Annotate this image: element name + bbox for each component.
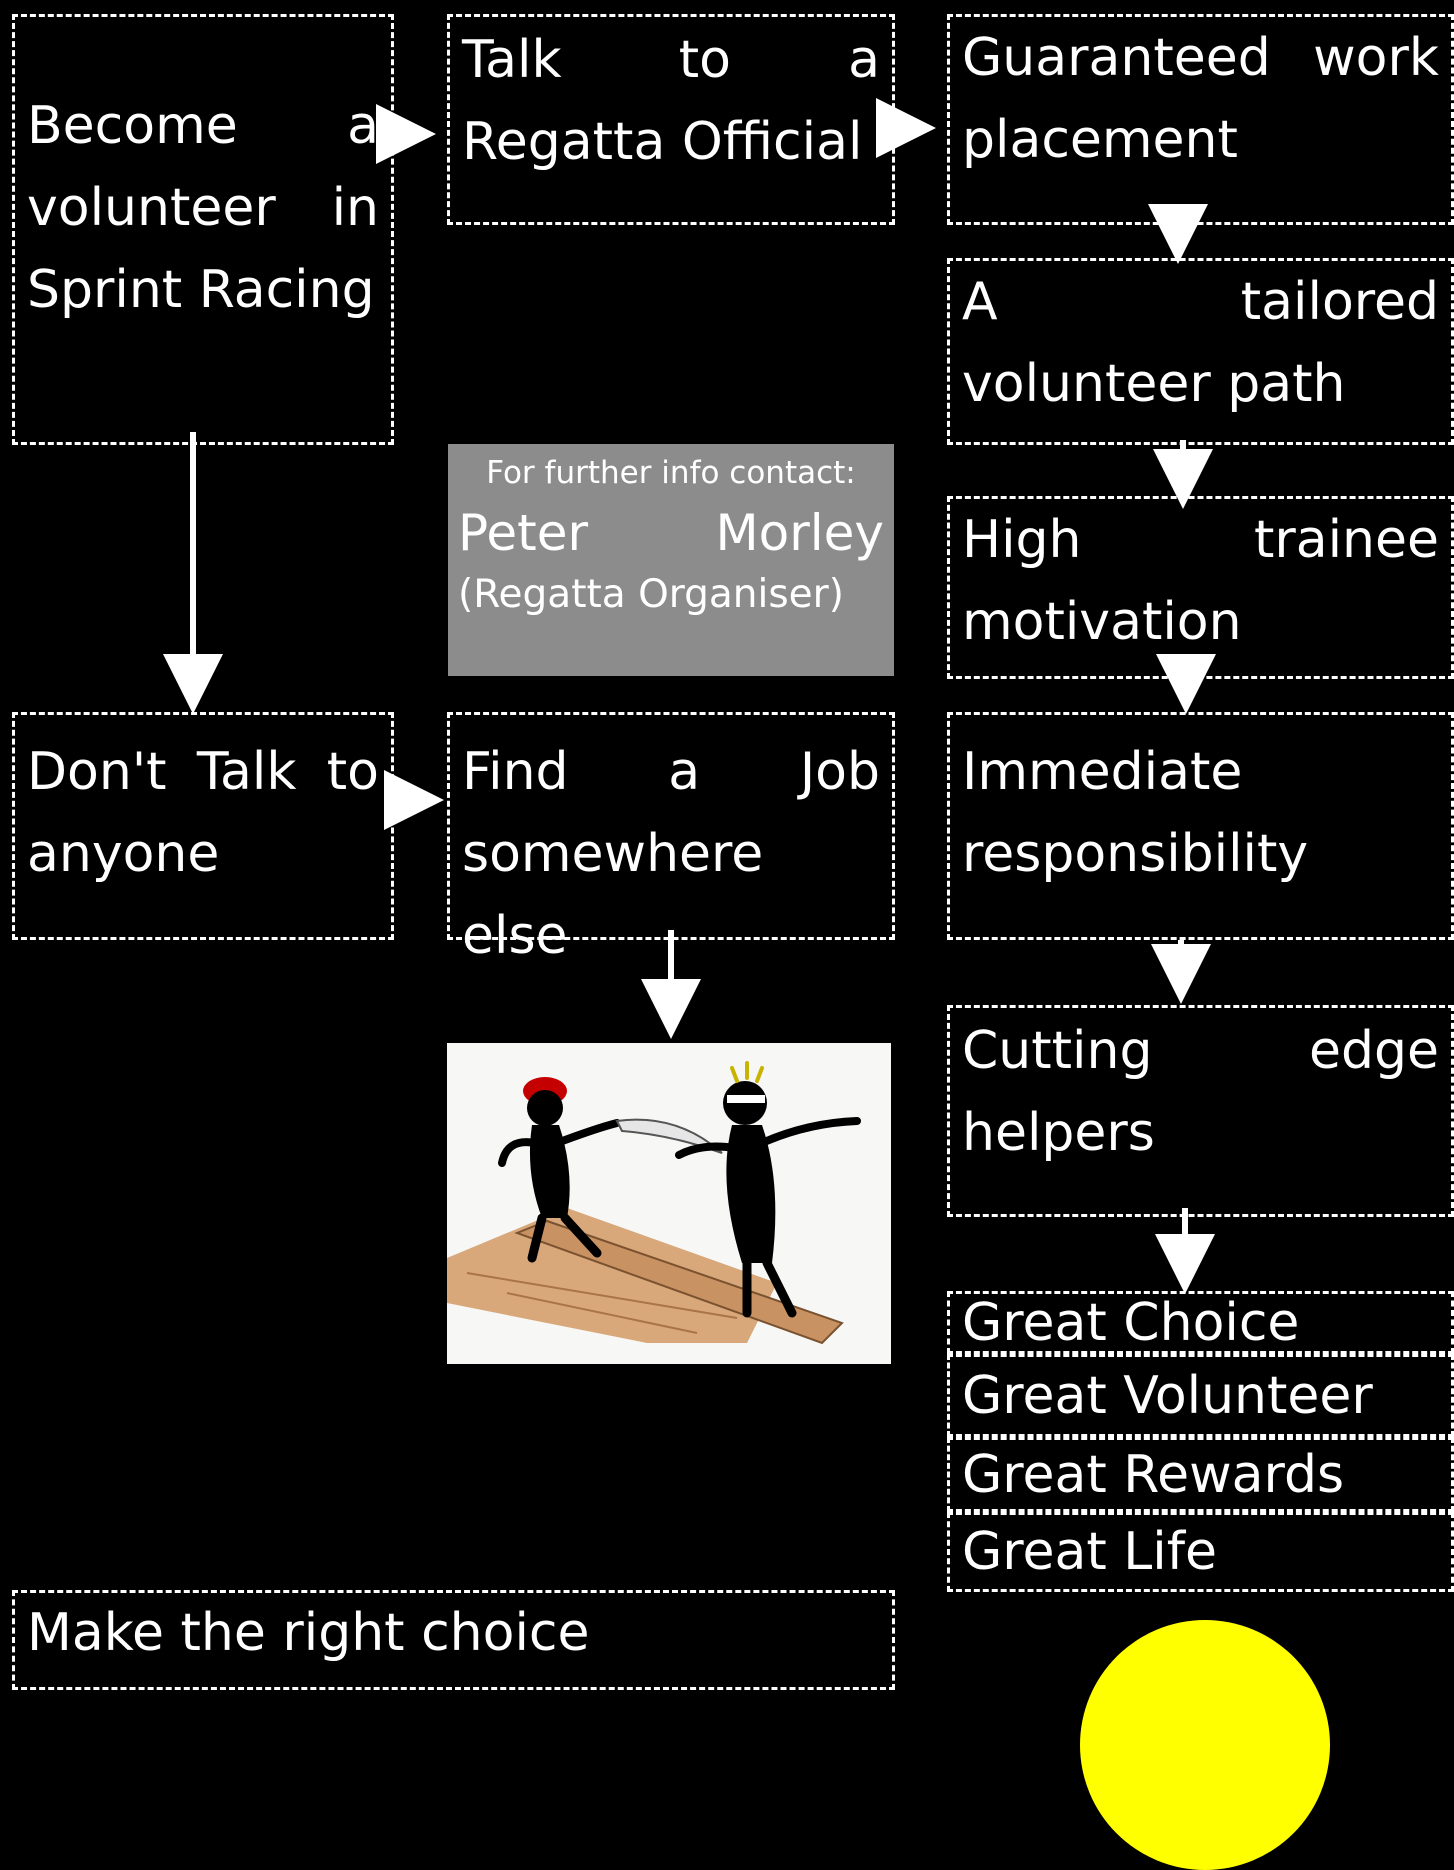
connector-arrows bbox=[163, 98, 1216, 1294]
cutting-edge-box: Cutting edge helpers bbox=[947, 1005, 1454, 1217]
immediate-responsibility-box: Immediate responsibility bbox=[947, 712, 1454, 940]
great-rewards-box: Great Rewards bbox=[947, 1437, 1454, 1512]
great-rewards-text: Great Rewards bbox=[962, 1445, 1345, 1505]
contact-first-name: Peter bbox=[458, 504, 589, 562]
dont-talk-text: Don't Talk to anyone bbox=[27, 742, 379, 884]
talk-official-box: Talk to a Regatta Official bbox=[447, 14, 895, 225]
great-life-box: Great Life bbox=[947, 1512, 1454, 1592]
great-volunteer-box: Great Volunteer bbox=[947, 1354, 1454, 1437]
immediate-responsibility-text: Immediate responsibility bbox=[962, 742, 1309, 884]
pirate-plank-illustration bbox=[447, 1043, 891, 1364]
tailored-path-box: A tailored volunteer path bbox=[947, 258, 1454, 445]
great-choice-text: Great Choice bbox=[962, 1293, 1300, 1353]
great-life-text: Great Life bbox=[962, 1522, 1218, 1582]
arrow-dont-talk-to-find-job bbox=[384, 770, 444, 830]
tailored-path-text: A tailored volunteer path bbox=[962, 272, 1439, 414]
contact-last-name: Morley bbox=[715, 504, 884, 562]
guaranteed-placement-text: Guaranteed work placement bbox=[962, 28, 1439, 170]
trainee-motivation-box: High trainee motivation bbox=[947, 496, 1454, 679]
contact-info-box: For further info contact: Peter Morley (… bbox=[448, 444, 894, 676]
contact-name: Peter Morley bbox=[458, 498, 884, 568]
find-job-box: Find a Job somewhere else bbox=[447, 712, 895, 966]
guaranteed-placement-box: Guaranteed work placement bbox=[947, 14, 1454, 225]
become-volunteer-box: Become a volunteer in Sprint Racing bbox=[12, 14, 394, 445]
great-volunteer-text: Great Volunteer bbox=[962, 1366, 1373, 1426]
contact-header: For further info contact: bbox=[486, 455, 856, 491]
find-job-text: Find a Job somewhere else bbox=[462, 742, 880, 966]
pirate-cartoon-svg bbox=[447, 1061, 891, 1364]
contact-role: (Regatta Organiser) bbox=[458, 572, 844, 617]
right-choice-text: Make the right choice bbox=[27, 1603, 590, 1663]
talk-official-text: Talk to a Regatta Official bbox=[462, 30, 880, 172]
trainee-motivation-text: High trainee motivation bbox=[962, 510, 1439, 652]
become-volunteer-text: Become a volunteer in Sprint Racing bbox=[27, 96, 379, 320]
cutting-edge-text: Cutting edge helpers bbox=[962, 1021, 1439, 1163]
